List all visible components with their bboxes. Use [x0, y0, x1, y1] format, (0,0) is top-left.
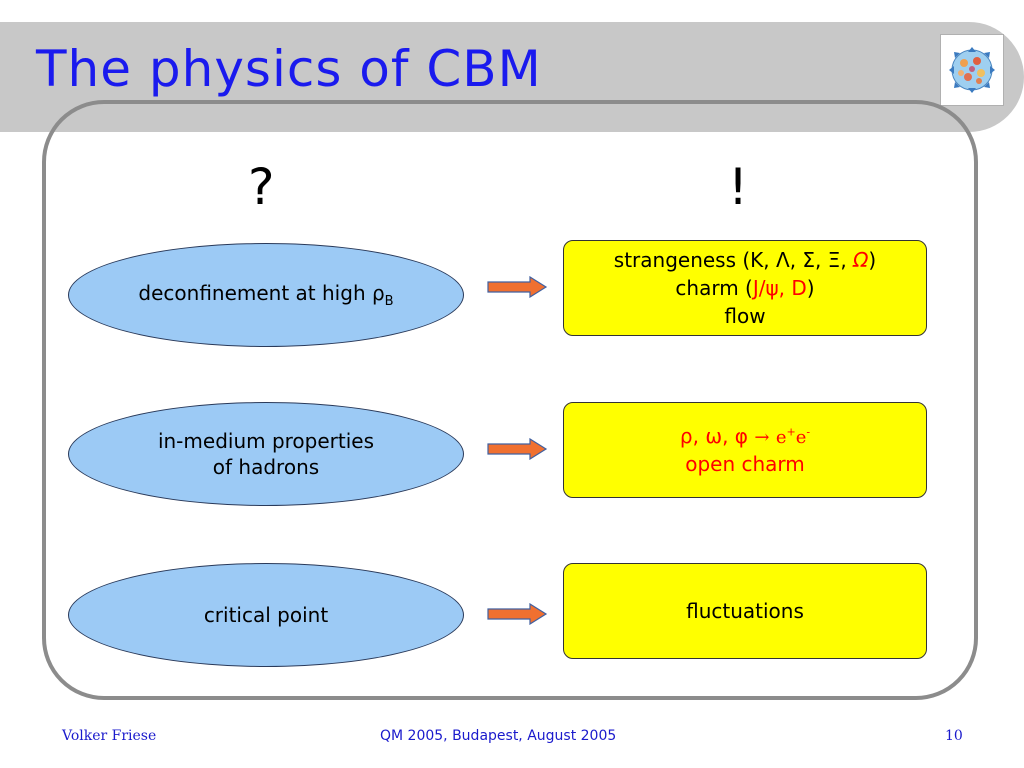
question-mark: ? — [248, 158, 275, 216]
content-frame — [42, 100, 978, 700]
question-line: in-medium properties — [157, 429, 375, 453]
answer-line: fluctuations — [686, 599, 804, 623]
rho-b-subscript: B — [384, 293, 394, 309]
answer-line: ρ, ω, φ → e+e- — [679, 423, 811, 448]
arrow-right-icon — [486, 603, 548, 625]
title-bar — [0, 22, 1024, 132]
question-text: deconfinement at high ρB — [138, 280, 394, 309]
question-line: of hadrons — [212, 455, 320, 479]
question-ellipse-deconfinement: deconfinement at high ρB — [68, 243, 464, 347]
cbm-logo-graphic — [949, 47, 995, 93]
footer-page-number: 10 — [945, 728, 963, 744]
question-ellipse-critical-point: critical point — [68, 563, 464, 667]
answer-line: flow — [724, 304, 766, 328]
question-text: critical point — [203, 603, 329, 627]
arrow-right-icon — [486, 438, 548, 460]
footer-author: Volker Friese — [62, 728, 157, 744]
answer-line: open charm — [685, 452, 805, 477]
answer-box-strangeness: strangeness (K, Λ, Σ, Ξ, Ω) charm (J/ψ, … — [563, 240, 927, 336]
answer-line: charm (J/ψ, D) — [675, 276, 815, 300]
cbm-logo-icon — [940, 34, 1004, 106]
answer-line: strangeness (K, Λ, Σ, Ξ, Ω) — [613, 248, 877, 272]
arrow-right-icon — [486, 276, 548, 298]
exclamation-mark: ! — [728, 158, 749, 216]
answer-box-fluctuations: fluctuations — [563, 563, 927, 659]
footer-event: QM 2005, Budapest, August 2005 — [380, 728, 617, 744]
slide-title: The physics of CBM — [36, 40, 542, 98]
question-ellipse-in-medium: in-medium properties of hadrons — [68, 402, 464, 506]
answer-box-dileptons: ρ, ω, φ → e+e- open charm — [563, 402, 927, 498]
